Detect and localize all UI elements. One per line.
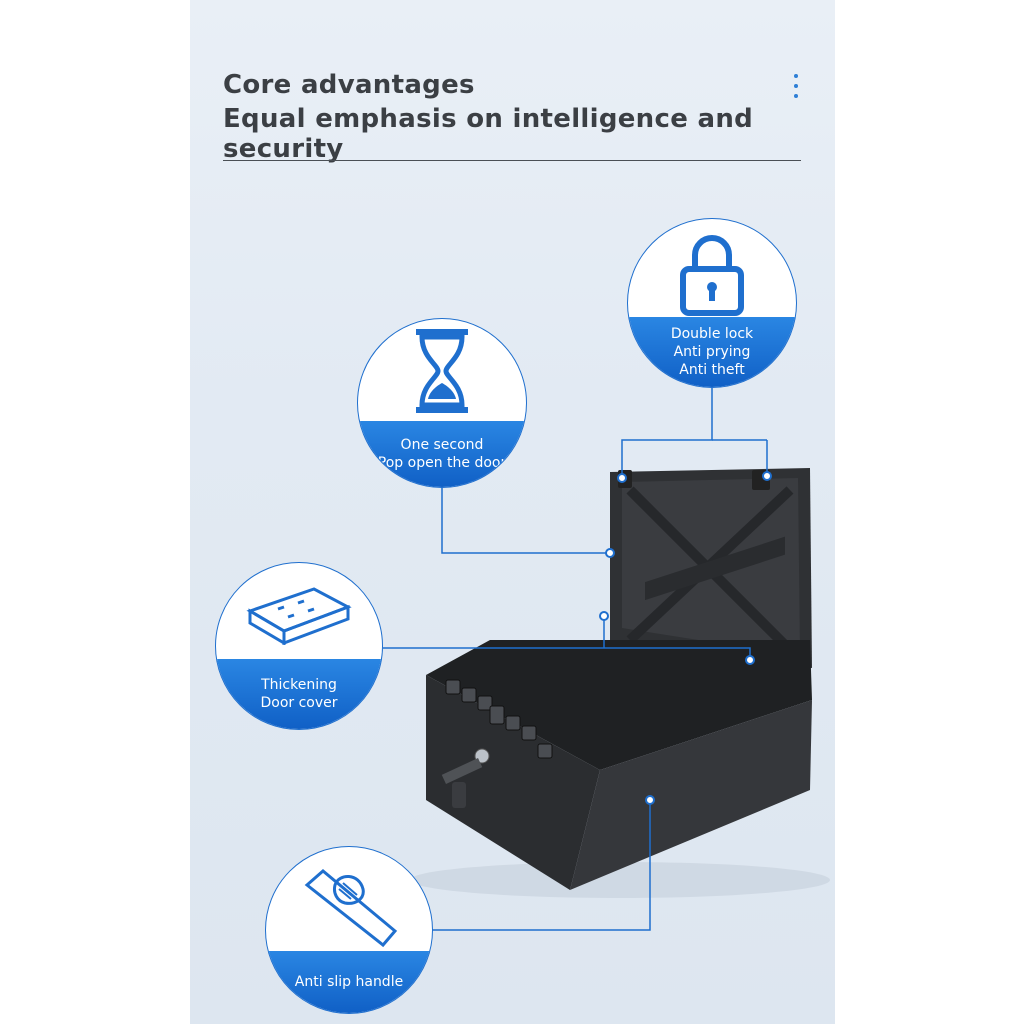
thick-cover-caption: Thickening Door cover [216,659,382,729]
caption-line: Door cover [260,695,338,711]
safe-side [570,700,812,890]
handle-caption: Anti slip handle [266,951,432,1013]
handle-icon [266,865,432,949]
vertical-dots-decoration [794,74,800,104]
caption-line: Anti theft [679,362,745,378]
thick-panel-icon [216,585,382,645]
caption-line: Double lock [670,326,754,342]
product-panel: Core advantages Equal emphasis on intell… [190,0,835,1024]
padlock-icon [628,229,796,319]
safe-opening [426,640,812,770]
lock-caption: Double lock Anti prying Anti theft [628,317,796,387]
headline-secondary: Equal emphasis on intelligence and secur… [223,104,754,164]
feature-badge-lock: Double lock Anti prying Anti theft [627,218,797,388]
caption-line: One second [400,437,484,453]
headline-primary: Core advantages [223,70,475,100]
feature-badge-thick-cover: Thickening Door cover [215,562,383,730]
caption-line: Anti prying [673,344,751,360]
one-second-caption: One second Pop open the door [358,421,526,487]
header-divider [223,160,801,161]
hourglass-icon [358,327,526,415]
feature-badge-one-second: One second Pop open the door [357,318,527,488]
caption-line: Anti slip handle [294,974,404,990]
caption-line: Thickening [261,677,337,693]
caption-line: Pop open the door [377,455,507,471]
safe-illustration [383,388,830,931]
safe-front [426,675,600,890]
feature-badge-handle: Anti slip handle [265,846,433,1014]
